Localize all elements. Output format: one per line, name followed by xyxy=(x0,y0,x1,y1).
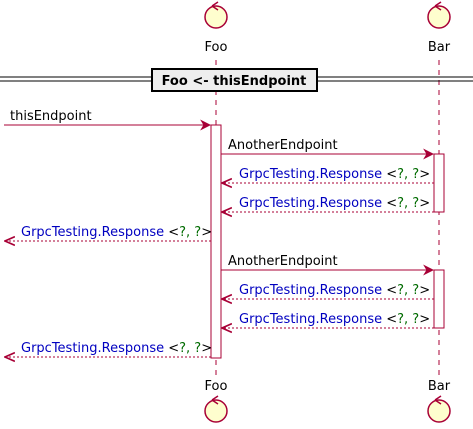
participant-label-bar: Bar xyxy=(428,40,451,55)
message-return: GrpcTesting.Response <?, ?> xyxy=(5,341,212,357)
control-icon xyxy=(204,1,228,29)
message-label: thisEndpoint xyxy=(10,109,92,124)
message-return: GrpcTesting.Response <?, ?> xyxy=(222,196,434,212)
message-return: GrpcTesting.Response <?, ?> xyxy=(222,312,434,328)
message-label: GrpcTesting.Response <?, ?> xyxy=(21,225,212,240)
message-label: AnotherEndpoint xyxy=(228,138,338,153)
participant-bar-top: Bar xyxy=(427,1,451,55)
message-label: GrpcTesting.Response <?, ?> xyxy=(239,167,430,182)
control-icon xyxy=(204,395,228,423)
participant-label-foo: Foo xyxy=(205,40,228,55)
message-label: GrpcTesting.Response <?, ?> xyxy=(239,283,430,298)
message-label: GrpcTesting.Response <?, ?> xyxy=(239,312,430,327)
message-return: GrpcTesting.Response <?, ?> xyxy=(5,225,212,241)
bar-activation-2 xyxy=(433,269,445,329)
bar-activation-1 xyxy=(433,153,445,213)
participant-foo-bottom: Foo xyxy=(204,379,228,423)
control-icon xyxy=(427,395,451,423)
divider-label: Foo <- thisEndpoint xyxy=(162,74,307,89)
participant-bar-bottom: Bar xyxy=(427,379,451,423)
divider: Foo <- thisEndpoint xyxy=(0,68,473,92)
message-label: GrpcTesting.Response <?, ?> xyxy=(21,341,212,356)
message-this-endpoint: thisEndpoint xyxy=(4,109,212,131)
control-icon xyxy=(427,1,451,29)
message-label: AnotherEndpoint xyxy=(228,254,338,269)
message-label: GrpcTesting.Response <?, ?> xyxy=(239,196,430,211)
participant-foo-top: Foo xyxy=(204,1,228,55)
message-another-endpoint: AnotherEndpoint xyxy=(221,254,435,276)
message-return: GrpcTesting.Response <?, ?> xyxy=(222,167,434,183)
foo-activation xyxy=(210,124,222,359)
message-return: GrpcTesting.Response <?, ?> xyxy=(222,283,434,299)
participant-label-bar: Bar xyxy=(428,379,451,394)
participant-label-foo: Foo xyxy=(205,379,228,394)
message-another-endpoint: AnotherEndpoint xyxy=(221,138,435,160)
